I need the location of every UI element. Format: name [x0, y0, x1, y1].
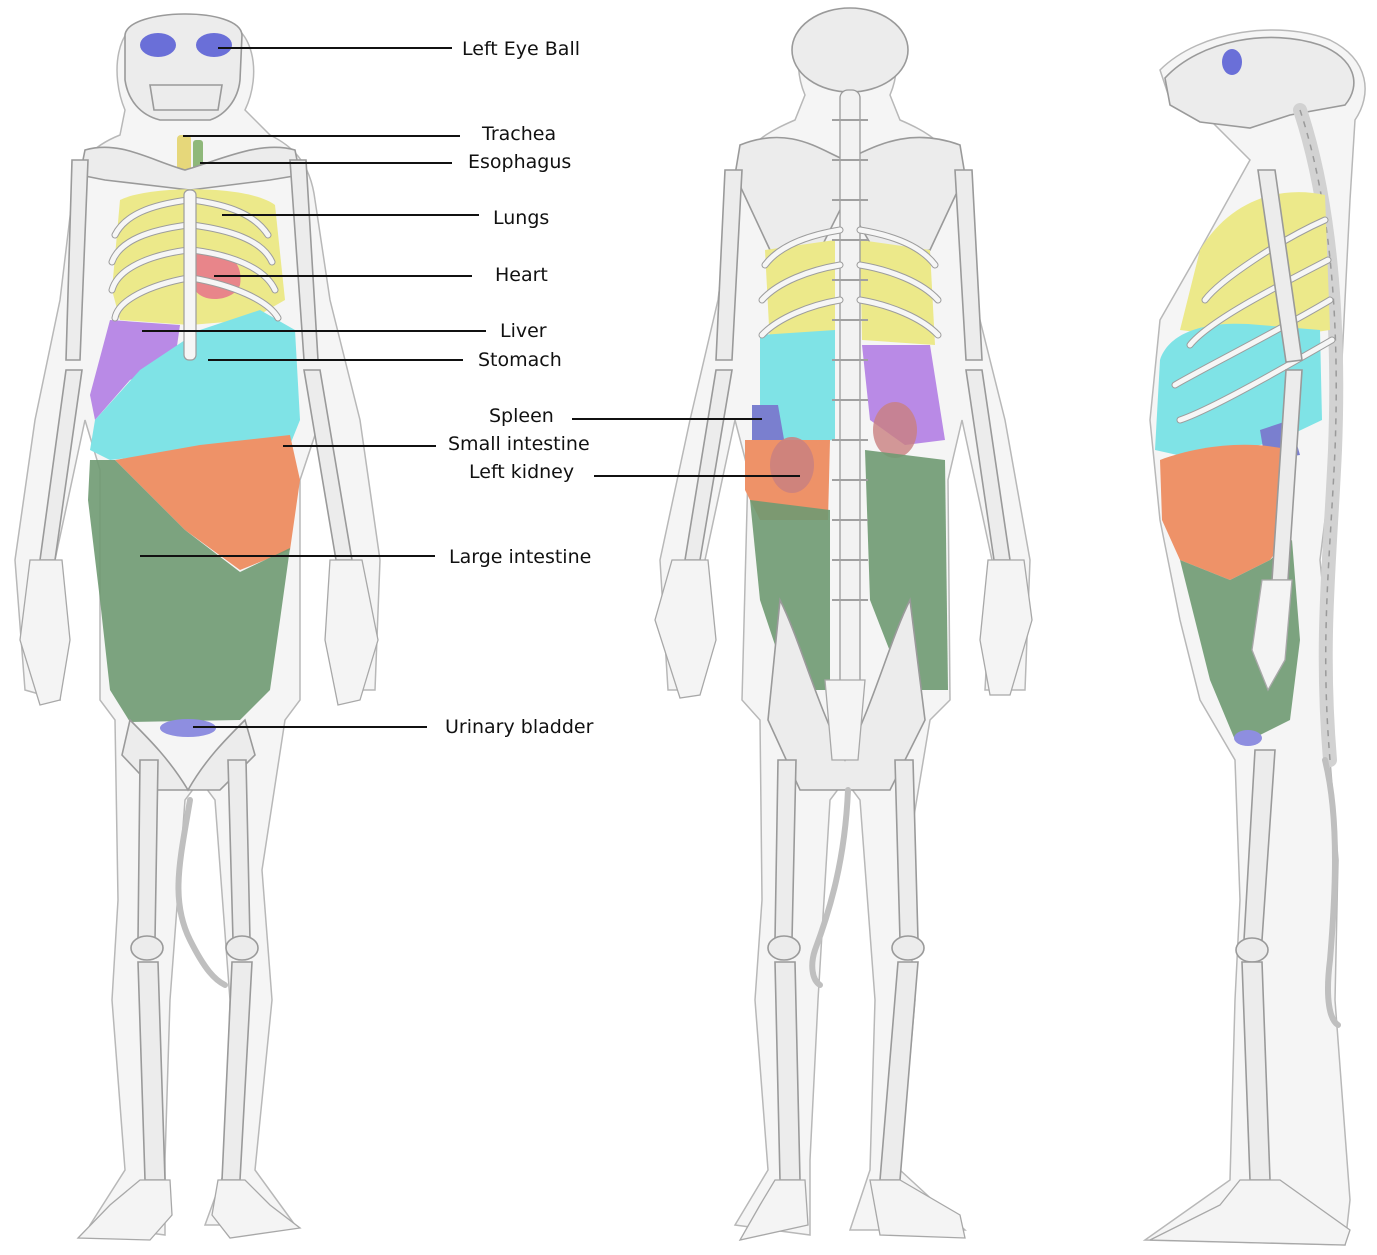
label-spleen: Spleen	[489, 405, 554, 427]
label-left-eye-ball: Left Eye Ball	[462, 38, 580, 60]
label-liver: Liver	[500, 320, 547, 342]
back-left-knee	[892, 936, 924, 960]
front-right-knee	[131, 936, 163, 960]
label-left-kidney: Left kidney	[469, 461, 574, 483]
front-eye-left	[196, 33, 232, 57]
label-trachea: Trachea	[481, 123, 556, 145]
back-view	[655, 8, 1032, 1240]
label-stomach: Stomach	[478, 349, 562, 371]
side-knee	[1236, 938, 1268, 962]
back-right-kidney	[873, 402, 917, 458]
back-right-tibia	[775, 962, 800, 1180]
label-urinary-bladder: Urinary bladder	[445, 716, 594, 738]
side-eye	[1222, 49, 1242, 75]
back-right-femur	[775, 760, 796, 940]
side-urinary-bladder	[1234, 730, 1262, 746]
label-lungs: Lungs	[493, 207, 549, 229]
front-eye-right	[140, 33, 176, 57]
front-right-femur	[138, 760, 158, 940]
back-skull	[792, 8, 908, 92]
label-small-intestine: Small intestine	[448, 433, 590, 455]
label-large-intestine: Large intestine	[449, 546, 591, 568]
side-view	[1145, 30, 1365, 1245]
back-right-knee	[768, 936, 800, 960]
back-left-femur	[895, 760, 918, 940]
label-esophagus: Esophagus	[468, 151, 571, 173]
back-sacrum	[825, 680, 865, 760]
label-heart: Heart	[495, 264, 548, 286]
side-lungs	[1180, 192, 1330, 340]
front-jaw	[150, 85, 222, 110]
front-left-knee	[226, 936, 258, 960]
back-left-kidney	[770, 437, 814, 493]
front-view	[15, 14, 380, 1240]
